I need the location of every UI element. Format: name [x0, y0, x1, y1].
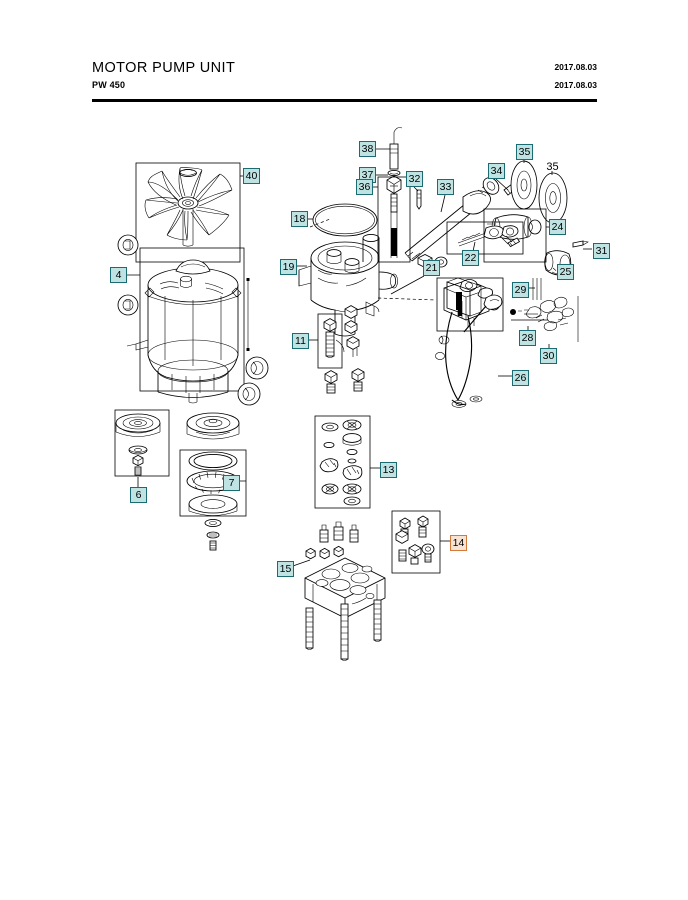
page-header: MOTOR PUMP UNIT PW 450 2017.08.03 2017.0… [92, 60, 597, 100]
callout-32[interactable]: 32 [406, 171, 423, 187]
revision-date-secondary: 2017.08.03 [554, 80, 597, 90]
callout-35-left[interactable]: 35 [516, 144, 533, 160]
group-wiring-harness [435, 277, 503, 408]
callout-22[interactable]: 22 [462, 250, 479, 266]
callout-11[interactable]: 11 [292, 333, 309, 349]
callout-21[interactable]: 21 [423, 260, 440, 276]
callout-35-right: 35 [546, 160, 559, 173]
callout-13[interactable]: 13 [380, 462, 397, 478]
group-cylinder-head [304, 521, 386, 661]
group-pin-set [532, 278, 542, 300]
callout-34[interactable]: 34 [488, 163, 505, 179]
revision-date-primary: 2017.08.03 [554, 62, 597, 72]
model-designation: PW 450 [92, 80, 126, 90]
header-divider [92, 99, 597, 102]
callout-4[interactable]: 4 [110, 267, 127, 283]
callout-28[interactable]: 28 [519, 330, 536, 346]
callout-30[interactable]: 30 [540, 348, 557, 364]
group-small-pin [416, 189, 422, 210]
callout-26[interactable]: 26 [512, 370, 529, 386]
callout-14[interactable]: 14 [450, 535, 467, 551]
callout-38[interactable]: 38 [359, 141, 376, 157]
callout-6[interactable]: 6 [130, 487, 147, 503]
group-fan-assembly [135, 162, 241, 263]
group-bearing-upper [179, 412, 247, 551]
group-crankshaft [404, 177, 500, 262]
callout-7[interactable]: 7 [223, 475, 240, 491]
group-switch-assembly [510, 306, 548, 321]
callout-36[interactable]: 36 [356, 179, 373, 195]
group-valve-stem [377, 127, 411, 263]
group-fitting-kit [391, 510, 441, 574]
callout-25[interactable]: 25 [557, 264, 574, 280]
callout-15[interactable]: 15 [277, 561, 294, 577]
callout-29[interactable]: 29 [512, 282, 529, 298]
bushing-pair-left [117, 234, 139, 316]
fastener-cluster-center [324, 305, 365, 394]
group-o-ring-gasket [312, 203, 378, 237]
callout-40[interactable]: 40 [243, 168, 260, 184]
callout-19[interactable]: 19 [280, 259, 297, 275]
group-clip-fastener [572, 240, 589, 248]
group-piston-set [446, 221, 524, 255]
group-motor-housing [126, 247, 245, 404]
group-pump-body [298, 233, 398, 337]
group-bolt-set [317, 313, 343, 369]
page-title: MOTOR PUMP UNIT [92, 60, 236, 76]
callout-24[interactable]: 24 [549, 219, 566, 235]
callout-31[interactable]: 31 [593, 243, 610, 259]
callout-33[interactable]: 33 [437, 179, 454, 195]
bushing-pair-right [237, 356, 269, 406]
group-pressure-switch [535, 296, 579, 342]
group-valve-kit [314, 415, 371, 509]
group-bearing-lower [114, 409, 170, 477]
callout-18[interactable]: 18 [291, 211, 308, 227]
